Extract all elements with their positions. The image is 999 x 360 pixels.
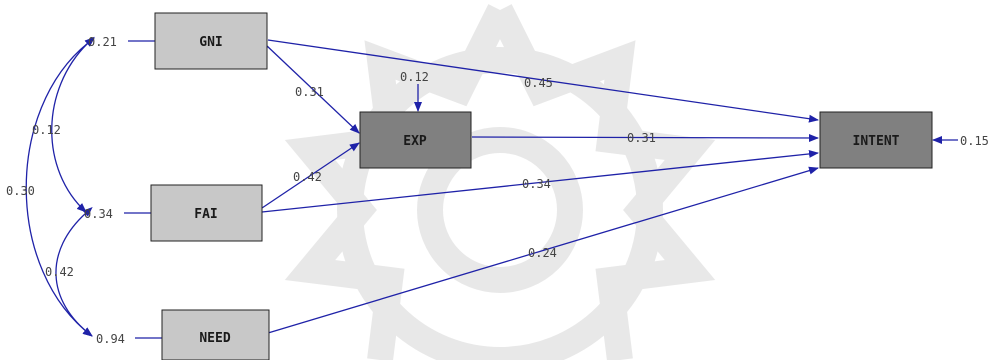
edge-need-intent <box>267 166 819 334</box>
cov-fai-need <box>55 206 93 337</box>
node-intent-label: INTENT <box>853 134 900 149</box>
cov-gni-need-label: 0.30 <box>6 184 35 198</box>
edge-fai-intent <box>261 149 819 213</box>
cov-fai-need-label: 0.42 <box>45 265 74 279</box>
edges <box>25 36 958 339</box>
node-gni: GNI <box>154 12 268 70</box>
node-exp: EXP <box>359 111 472 169</box>
node-exp-label: EXP <box>403 134 427 149</box>
edge-exp-intent <box>471 133 819 142</box>
node-need-label: NEED <box>199 331 230 346</box>
path-gni-intent: 0.45 <box>524 76 553 90</box>
cov-gni-fai <box>51 36 95 213</box>
path-gni-exp: 0.31 <box>295 85 324 99</box>
edge-gni-intent <box>267 39 819 123</box>
cov-gni-need <box>25 37 95 337</box>
error-exp: 0.12 <box>400 70 429 84</box>
error-need: 0.94 <box>96 332 125 346</box>
path-need-intent: 0.24 <box>528 246 557 260</box>
watermark-ornament <box>284 4 716 360</box>
node-fai-label: FAI <box>194 207 217 222</box>
node-intent: INTENT <box>819 111 933 169</box>
edge-gni-exp <box>265 44 360 134</box>
cov-gni-fai-label: 0.12 <box>32 123 61 137</box>
error-intent: 0.15 <box>960 134 989 148</box>
node-need: NEED <box>161 309 270 360</box>
error-gni: 0.21 <box>88 35 117 49</box>
node-gni-label: GNI <box>199 35 222 50</box>
node-fai: FAI <box>150 184 263 242</box>
path-fai-exp: 0.42 <box>293 170 322 184</box>
edge-fai-exp <box>261 142 360 209</box>
path-exp-intent: 0.31 <box>627 131 656 145</box>
path-fai-intent: 0.34 <box>522 177 551 191</box>
coefficient-labels: 0.21 0.34 0.94 0.12 0.15 0.31 0.42 0.45 … <box>6 35 989 346</box>
error-fai: 0.34 <box>84 207 113 221</box>
